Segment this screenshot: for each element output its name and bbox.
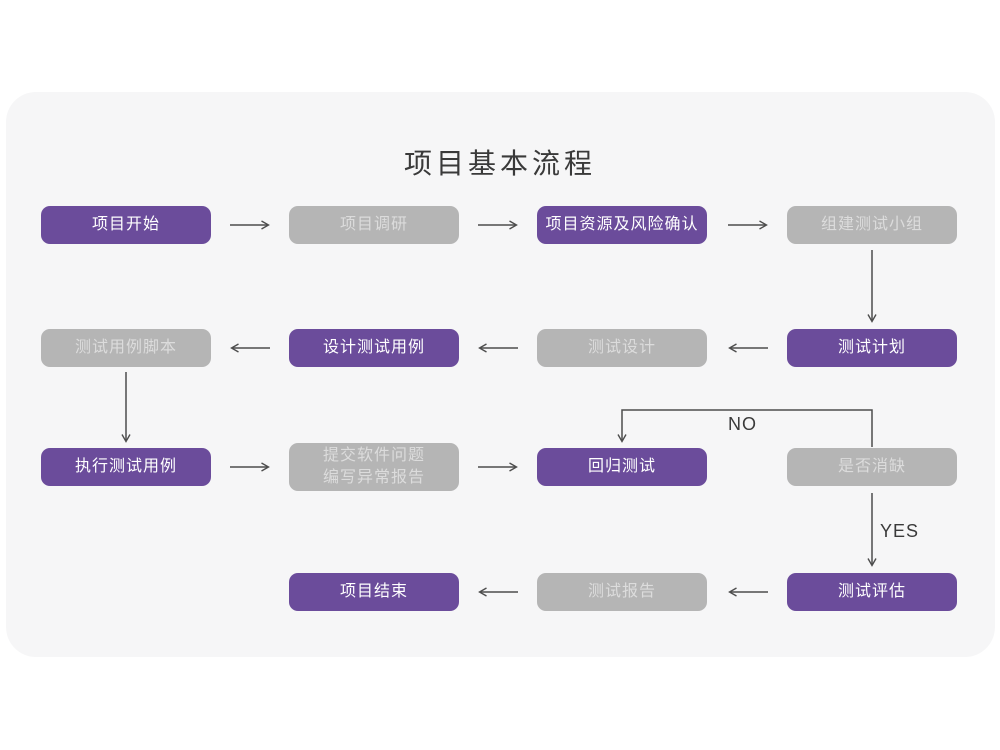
node-regression-test: 回归测试: [537, 448, 707, 486]
node-test-report: 测试报告: [537, 573, 707, 611]
node-test-case-script: 测试用例脚本: [41, 329, 211, 367]
edge-label-no: NO: [728, 414, 757, 434]
node-test-evaluation: 测试评估: [787, 573, 957, 611]
node-build-test-team: 组建测试小组: [787, 206, 957, 244]
node-test-design: 测试设计: [537, 329, 707, 367]
node-execute-test-cases: 执行测试用例: [41, 448, 211, 486]
node-test-plan: 测试计划: [787, 329, 957, 367]
node-project-research: 项目调研: [289, 206, 459, 244]
flowchart-card: [6, 92, 995, 657]
node-defect-cleared: 是否消缺: [787, 448, 957, 486]
node-project-start: 项目开始: [41, 206, 211, 244]
node-submit-issues-line2: 编写异常报告: [322, 469, 425, 486]
node-resources-risk-confirm: 项目资源及风险确认: [537, 206, 707, 244]
page-title: 项目基本流程: [403, 148, 596, 179]
node-submit-issues-report: 提交软件问题 编写异常报告: [289, 443, 459, 491]
edge-label-yes: YES: [880, 521, 920, 541]
node-submit-issues-line1: 提交软件问题: [322, 447, 425, 464]
node-project-end: 项目结束: [289, 573, 459, 611]
node-design-test-cases: 设计测试用例: [289, 329, 459, 367]
